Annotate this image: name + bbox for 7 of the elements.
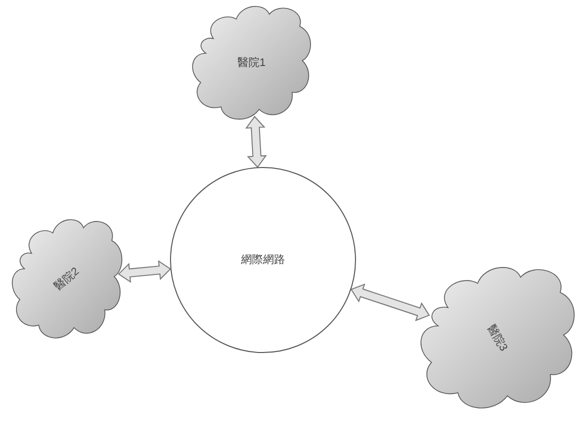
node-label: 醫院1 xyxy=(237,56,266,71)
double-arrow xyxy=(350,283,430,322)
double-arrow xyxy=(118,260,172,283)
double-arrow xyxy=(245,116,267,168)
node-label: 醫院3 xyxy=(484,322,511,354)
node-label: 醫院2 xyxy=(51,264,82,294)
node-label: 網際網路 xyxy=(241,252,285,268)
